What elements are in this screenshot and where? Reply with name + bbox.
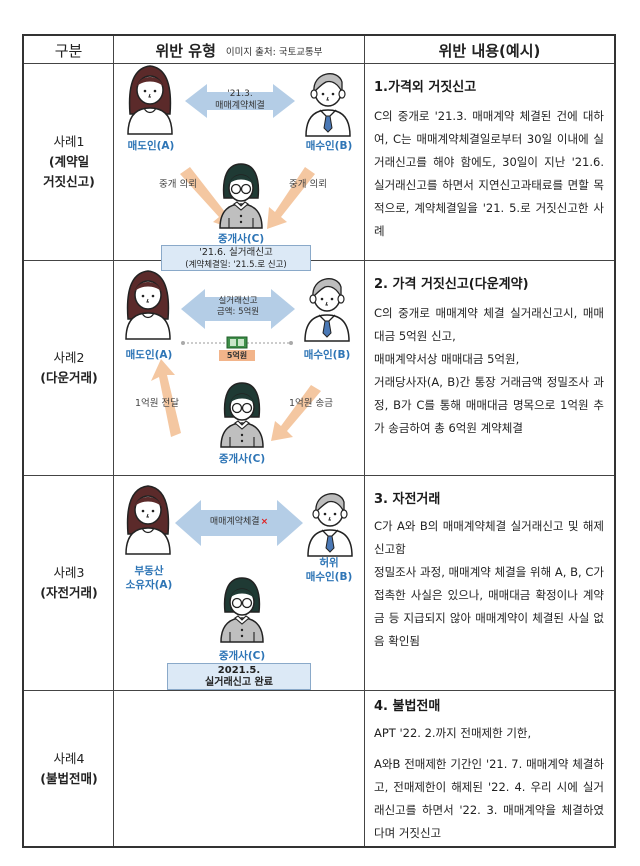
header-category: 구분 [54, 42, 83, 60]
seller-figure-icon [127, 65, 173, 135]
arrow-down-right-icon [180, 167, 233, 229]
report-box: '21.6. 실거래신고 (계약체결일: '21.5.로 신고) [161, 245, 311, 271]
buyer-figure-icon [305, 72, 351, 137]
seller-figure-icon [125, 270, 171, 340]
header-divider [24, 63, 614, 64]
broker-figure-icon [220, 382, 264, 448]
left-flow-label: 중개 의뢰 [159, 179, 197, 190]
cross-mark-icon: × [260, 517, 269, 527]
case-3-number: 사례3 [53, 565, 85, 580]
col-divider-1 [113, 36, 114, 846]
broker-label: 중개사(C) [218, 453, 266, 465]
double-arrow-icon [181, 289, 295, 329]
case-1-type-line1: (계약일 [48, 154, 90, 169]
case-2-arrow-text: 실거래신고 금액: 5억원 [216, 296, 260, 317]
money-amount-tag: 5억원 [219, 350, 255, 361]
case-1-diagram [127, 65, 351, 229]
right-flow-label: 중개 의뢰 [289, 179, 327, 190]
case-4-body: APT '22. 2.까지 전매제한 기한, A와B 전매제한 기간인 '21.… [374, 726, 604, 840]
case-3-label: 사례3 (자전거래) [24, 476, 114, 690]
arrow-down-left-icon [267, 167, 315, 229]
case-2-diagram [125, 270, 350, 448]
case-4-type: (불법전매) [40, 770, 98, 786]
buyer-label: 매수인(B) [303, 349, 351, 361]
buyer-label: 매수인(B) [305, 140, 353, 152]
seller-label: 매도인(A) [125, 349, 173, 361]
case-1-label: 사례1 (계약일 거짓신고) [24, 64, 114, 260]
report-complete-box: 2021.5. 실거래신고 완료 [167, 663, 311, 690]
case-3-diagram [125, 485, 353, 643]
arrow-down-left-icon [271, 385, 321, 441]
header-violation-type: 위반 유형 이미지 출처: 국토교통부 [114, 36, 364, 65]
arrow-up-left-icon [151, 359, 181, 437]
case-2-type: (다운거래) [40, 370, 98, 385]
case-2-title: 2. 가격 거짓신고(다운계약) [374, 277, 529, 292]
header-violation-type-label: 위반 유형 [155, 42, 216, 60]
owner-label: 부동산 소유자(A) [125, 565, 173, 591]
case-2-body: C의 중개로 매매계약 체결 실거래신고시, 매매대금 5억원 신고, 매매계약… [374, 306, 604, 435]
case-4-description: 4. 불법전매 APT '22. 2.까지 전매제한 기한, A와B 전매제한 … [366, 691, 612, 845]
right-flow-label: 1억원 송금 [289, 398, 334, 409]
case-3-title: 3. 자전거래 [374, 492, 441, 507]
case-1-title: 1.가격외 거짓신고 [374, 80, 477, 95]
double-arrow-icon [175, 500, 303, 546]
case-3-arrow-text: 매매계약체결× [209, 517, 269, 527]
case-2-illustration: 실거래신고 금액: 5억원 5억원 매도인(A) 매수인(B) 1억원 전달 1… [115, 261, 365, 475]
case-3-description: 3. 자전거래 C가 A와 B의 매매계약체결 실거래신고 및 해제신고함 정밀… [366, 476, 612, 653]
header-image-source: 이미지 출처: 국토교통부 [225, 46, 323, 58]
money-icon [226, 336, 248, 349]
row-divider-3 [24, 690, 614, 691]
case-2-label: 사례2 (다운거래) [24, 261, 114, 475]
case-2-number: 사례2 [53, 350, 85, 365]
case-3-illustration: 매매계약체결× 부동산 소유자(A) 허위 매수인(B) 중개사(C) 2021… [115, 476, 365, 690]
col-divider-2 [364, 36, 365, 846]
case-3-body: C가 A와 B의 매매계약체결 실거래신고 및 해제신고함 정밀조사 과정, 매… [374, 519, 604, 648]
broker-label: 중개사(C) [218, 650, 266, 662]
row-divider-2 [24, 475, 614, 476]
case-1-body: C의 중개로 '21.3. 매매계약 체결된 건에 대하여, C는 매매계약체결… [374, 109, 604, 238]
broker-figure-icon [219, 163, 263, 229]
double-arrow-icon [185, 84, 295, 118]
left-flow-label: 1억원 전달 [135, 398, 180, 409]
fake-buyer-figure-icon [307, 492, 353, 557]
case-3-type: (자전거래) [40, 585, 98, 600]
fake-buyer-label: 허위 매수인(B) [305, 557, 353, 583]
case-1-number: 사례1 [53, 134, 85, 149]
owner-figure-icon [125, 485, 171, 555]
case-1-arrow-text: '21.3. 매매계약체결 [215, 89, 265, 111]
row-divider-1 [24, 260, 614, 261]
case-1-type-line2: 거짓신고) [43, 174, 95, 189]
violation-table: 구분 위반 유형 이미지 출처: 국토교통부 위반 내용(예시) 사례1 (계약… [22, 34, 616, 848]
case-4-title: 4. 불법전매 [374, 699, 441, 714]
case-1-description: 1.가격외 거짓신고 C의 중개로 '21.3. 매매계약 체결된 건에 대하여… [366, 64, 612, 243]
case-4-label: 사례4 (불법전매) [24, 691, 114, 846]
broker-figure-icon [220, 577, 264, 643]
seller-label: 매도인(A) [127, 140, 175, 152]
case-2-description: 2. 가격 거짓신고(다운계약) C의 중개로 매매계약 체결 실거래신고시, … [366, 261, 612, 440]
buyer-figure-icon [304, 277, 350, 342]
case-4-number: 사례4 [53, 750, 85, 766]
broker-label: 중개사(C) [217, 233, 265, 245]
case-1-illustration: '21.3. 매매계약체결 매도인(A) 매수인(B) 중개 의뢰 중개 의뢰 … [115, 64, 365, 271]
header-violation-content: 위반 내용(예시) [438, 42, 541, 60]
